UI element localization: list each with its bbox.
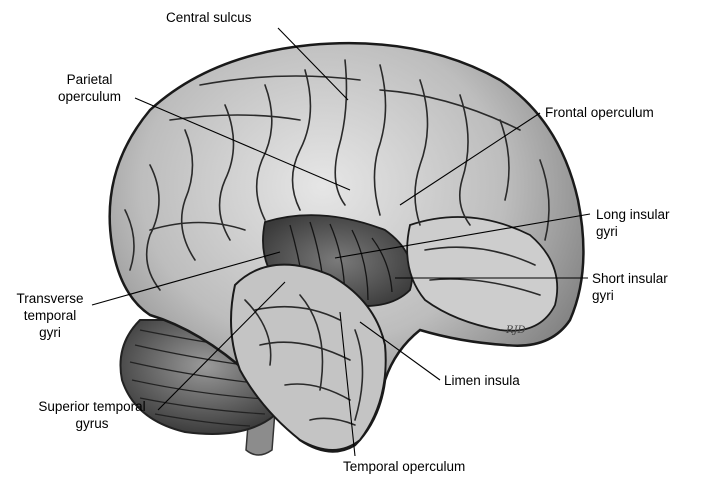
- label-transverse-temporal-gyri: Transverse temporal gyri: [16, 291, 84, 340]
- leader-limen-insula: [359, 321, 441, 381]
- leader-long-insular-gyri: [334, 213, 591, 259]
- leader-superior-temporal-gyrus: [157, 281, 286, 411]
- label-temporal-operculum: Temporal operculum: [343, 459, 466, 474]
- label-limen-insula: Limen insula: [444, 373, 520, 388]
- leader-parietal-operculum: [134, 97, 351, 191]
- label-long-insular-gyri: Long insular gyri: [596, 207, 670, 239]
- frontal-lobe-bulge: [406, 216, 559, 332]
- leader-temporal-operculum: [339, 311, 356, 457]
- leader-central-sulcus: [277, 27, 349, 101]
- label-parietal-operculum: Parietal operculum: [58, 72, 122, 104]
- leader-transverse-temporal-gyri: [91, 251, 281, 306]
- artist-signature: RJD: [506, 325, 526, 336]
- leader-frontal-operculum: [399, 112, 541, 206]
- label-central-sulcus: Central sulcus: [166, 10, 252, 25]
- sulci: [124, 59, 550, 426]
- temporal-lobe: [230, 263, 387, 451]
- leader-lines: [91, 27, 591, 457]
- label-frontal-operculum: Frontal operculum: [545, 105, 654, 120]
- label-short-insular-gyri: Short insular gyri: [592, 271, 668, 303]
- label-superior-temporal-gyrus: Superior temporal gyrus: [38, 399, 146, 431]
